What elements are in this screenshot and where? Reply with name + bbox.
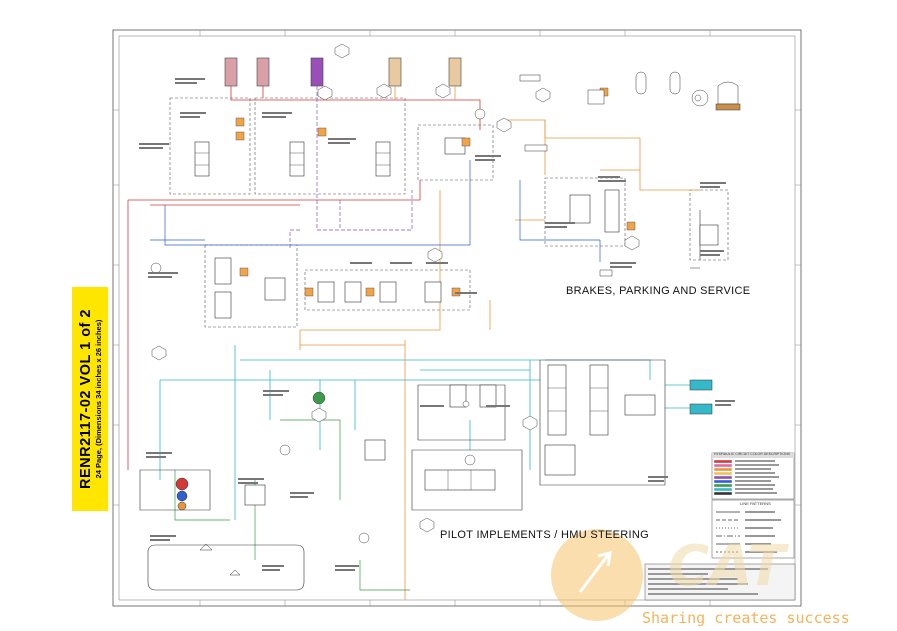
relief-valves — [235, 87, 636, 297]
document-subtitle: 24 Page, (Dimensions 34 inches x 26 inch… — [93, 319, 103, 479]
brake-pedals — [519, 74, 605, 152]
watermark-slogan: Sharing creates success — [642, 609, 850, 627]
section-pilot-label: PILOT IMPLEMENTS / HMU STEERING — [440, 529, 649, 541]
section-brakes-label: BRAKES, PARKING AND SERVICE — [566, 285, 751, 297]
cyan-cylinders — [689, 379, 713, 415]
orange-circuit — [299, 86, 700, 600]
color-legend-title: HYDRAULIC CIRCUIT COLOR DESCRIPTIONS — [714, 452, 790, 456]
title-block — [644, 563, 796, 601]
border-ticks — [113, 30, 801, 606]
hex-tags — [151, 43, 640, 533]
watermark-mark: CAT — [668, 534, 789, 599]
watermark-logo: CAT — [551, 529, 789, 621]
pumps — [175, 477, 189, 511]
document-title: RENR2117-02 VOL 1 of 2 — [77, 309, 94, 489]
blue-circuit — [150, 160, 601, 262]
volume-tab-text: RENR2117-02 VOL 1 of 2 24 Page, (Dimensi… — [72, 287, 108, 511]
red-circuit — [127, 86, 481, 470]
valve-symbols — [195, 152, 608, 490]
valve-stacks — [194, 137, 719, 506]
cyan-circuit — [159, 345, 690, 520]
purple-circuit — [289, 86, 413, 250]
gauge-circles — [150, 89, 709, 544]
sheet-border-inner — [118, 35, 796, 601]
tank-symbols — [199, 267, 700, 576]
cylinders-top — [224, 57, 462, 87]
annotation-blocks — [139, 78, 735, 571]
accumulators — [635, 71, 741, 111]
volume-tab — [72, 287, 108, 511]
sheet-border-outer — [112, 29, 802, 607]
color-legend — [711, 452, 795, 500]
line-pattern-legend — [711, 499, 795, 559]
line-legend-title: LINE PATTERNS — [740, 501, 771, 506]
